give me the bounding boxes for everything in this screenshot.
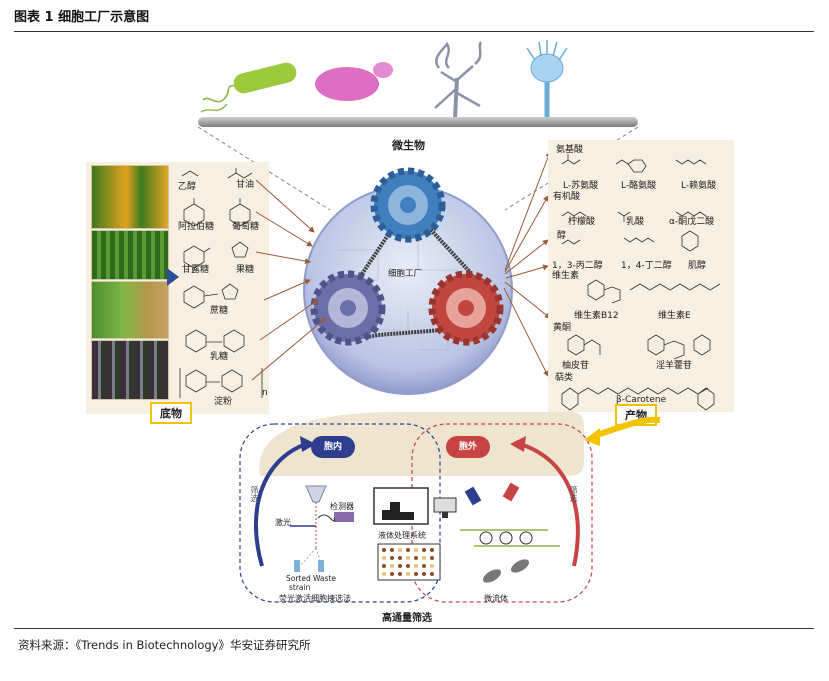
product-label-tyrosine: L-酪氨酸 <box>621 181 657 191</box>
microbe-shelf <box>198 117 638 127</box>
product-label-propanediol: 1，3-丙二醇 <box>552 261 603 271</box>
substrate-label-glucose: 葡萄糖 <box>232 222 260 232</box>
facs-label: 荧光激活细胞揀选法 <box>279 594 351 603</box>
microfluidic-chip-icon <box>460 482 560 583</box>
intracellular-pill: 胞内 <box>311 436 355 458</box>
substrate-label-lactose: 乳糖 <box>210 352 229 362</box>
substrate-tag: 底物 <box>150 402 192 424</box>
substrate-label-mannose: 甘露糖 <box>182 265 210 275</box>
product-label-butanediol: 1，4-丁二醇 <box>621 261 672 271</box>
substrate-label-fructose: 果糖 <box>236 265 255 275</box>
product-label-icariin: 淫羊藿苷 <box>656 361 693 371</box>
liquid-handler-icon <box>373 487 457 525</box>
product-label-ketoglutaric-acid: α-酮戊二酸 <box>669 217 715 227</box>
screening-label-right: 筛选 <box>569 486 578 502</box>
crop-field-photo <box>91 230 169 280</box>
product-header-flavonoids: 黄酮 <box>553 323 572 333</box>
bottom-rule <box>14 628 814 629</box>
product-panel <box>548 140 734 412</box>
gear-blue-icon <box>370 167 446 243</box>
corn-photo <box>91 165 169 229</box>
product-label-citric-acid: 柠檬酸 <box>568 217 596 227</box>
screening-title: 高通量筛选 <box>382 613 432 624</box>
substrate-structures <box>179 168 263 398</box>
top-rule <box>14 31 814 32</box>
starch-repeat-n: n <box>262 388 268 398</box>
yeast-icon <box>315 62 393 101</box>
actinomycete-icon <box>434 41 483 119</box>
product-header-alcohols: 醇 <box>557 231 567 241</box>
bacillus-icon <box>200 62 297 113</box>
product-label-inositol: 肌醇 <box>688 261 707 271</box>
well-plate-icon <box>377 543 441 581</box>
liquid-handler-label: 液体处理系统 <box>378 531 426 540</box>
gear-purple-icon <box>310 270 386 346</box>
product-label-naringin: 柚皮苷 <box>562 361 590 371</box>
extracellular-pill: 胞外 <box>446 436 490 458</box>
substrate-label-sucrose: 蔗糖 <box>210 306 229 316</box>
substrate-label-arabinose: 阿拉伯糖 <box>178 222 215 232</box>
product-label-lysine: L-赖氨酸 <box>681 181 717 191</box>
substrate-label-ethanol: 乙醇 <box>178 182 197 192</box>
sorted-label: Sorted <box>286 574 311 583</box>
product-header-organic-acids: 有机酸 <box>553 192 581 202</box>
substrate-label-starch: 淀粉 <box>214 397 233 407</box>
product-label-threonine: L-苏氨酸 <box>563 181 599 191</box>
gear-red-icon <box>428 270 504 346</box>
substrate-label-glycerol: 甘油 <box>236 180 255 190</box>
product-header-amino-acids: 氨基酸 <box>556 145 584 155</box>
detector-label: 检测器 <box>330 502 354 511</box>
substrate-arrow-icon <box>167 268 179 286</box>
product-label-vitamin-b12: 维生素B12 <box>574 311 619 321</box>
strain-label: strain <box>289 583 311 592</box>
sugarcane-photo <box>91 340 169 400</box>
cell-factory <box>303 167 513 395</box>
microbes-label: 微生物 <box>392 139 425 152</box>
microfluidic-label: 微流体 <box>484 594 508 603</box>
product-label-beta-carotene: β-Carotene <box>616 395 667 405</box>
laser-label: 激光 <box>275 518 291 527</box>
cell-factory-label: 细胞工厂 <box>388 269 423 279</box>
source-note: 资料来源：《Trends in Biotechnology》华安证券研究所 <box>18 638 311 652</box>
product-structures <box>561 154 721 411</box>
figure-title: 图表 1 细胞工厂示意图 <box>14 10 150 25</box>
product-label-lactic-acid: 乳酸 <box>626 217 645 227</box>
waste-label: Waste <box>313 574 336 583</box>
facs-device-icon <box>290 485 354 572</box>
product-label-vitamin-e: 维生素E <box>658 311 691 321</box>
screening-label-left: 筛选 <box>250 486 259 502</box>
product-header-vitamins: 维生素 <box>552 271 580 281</box>
beans-photo <box>91 281 169 339</box>
product-header-terpenes: 萜类 <box>555 373 574 383</box>
